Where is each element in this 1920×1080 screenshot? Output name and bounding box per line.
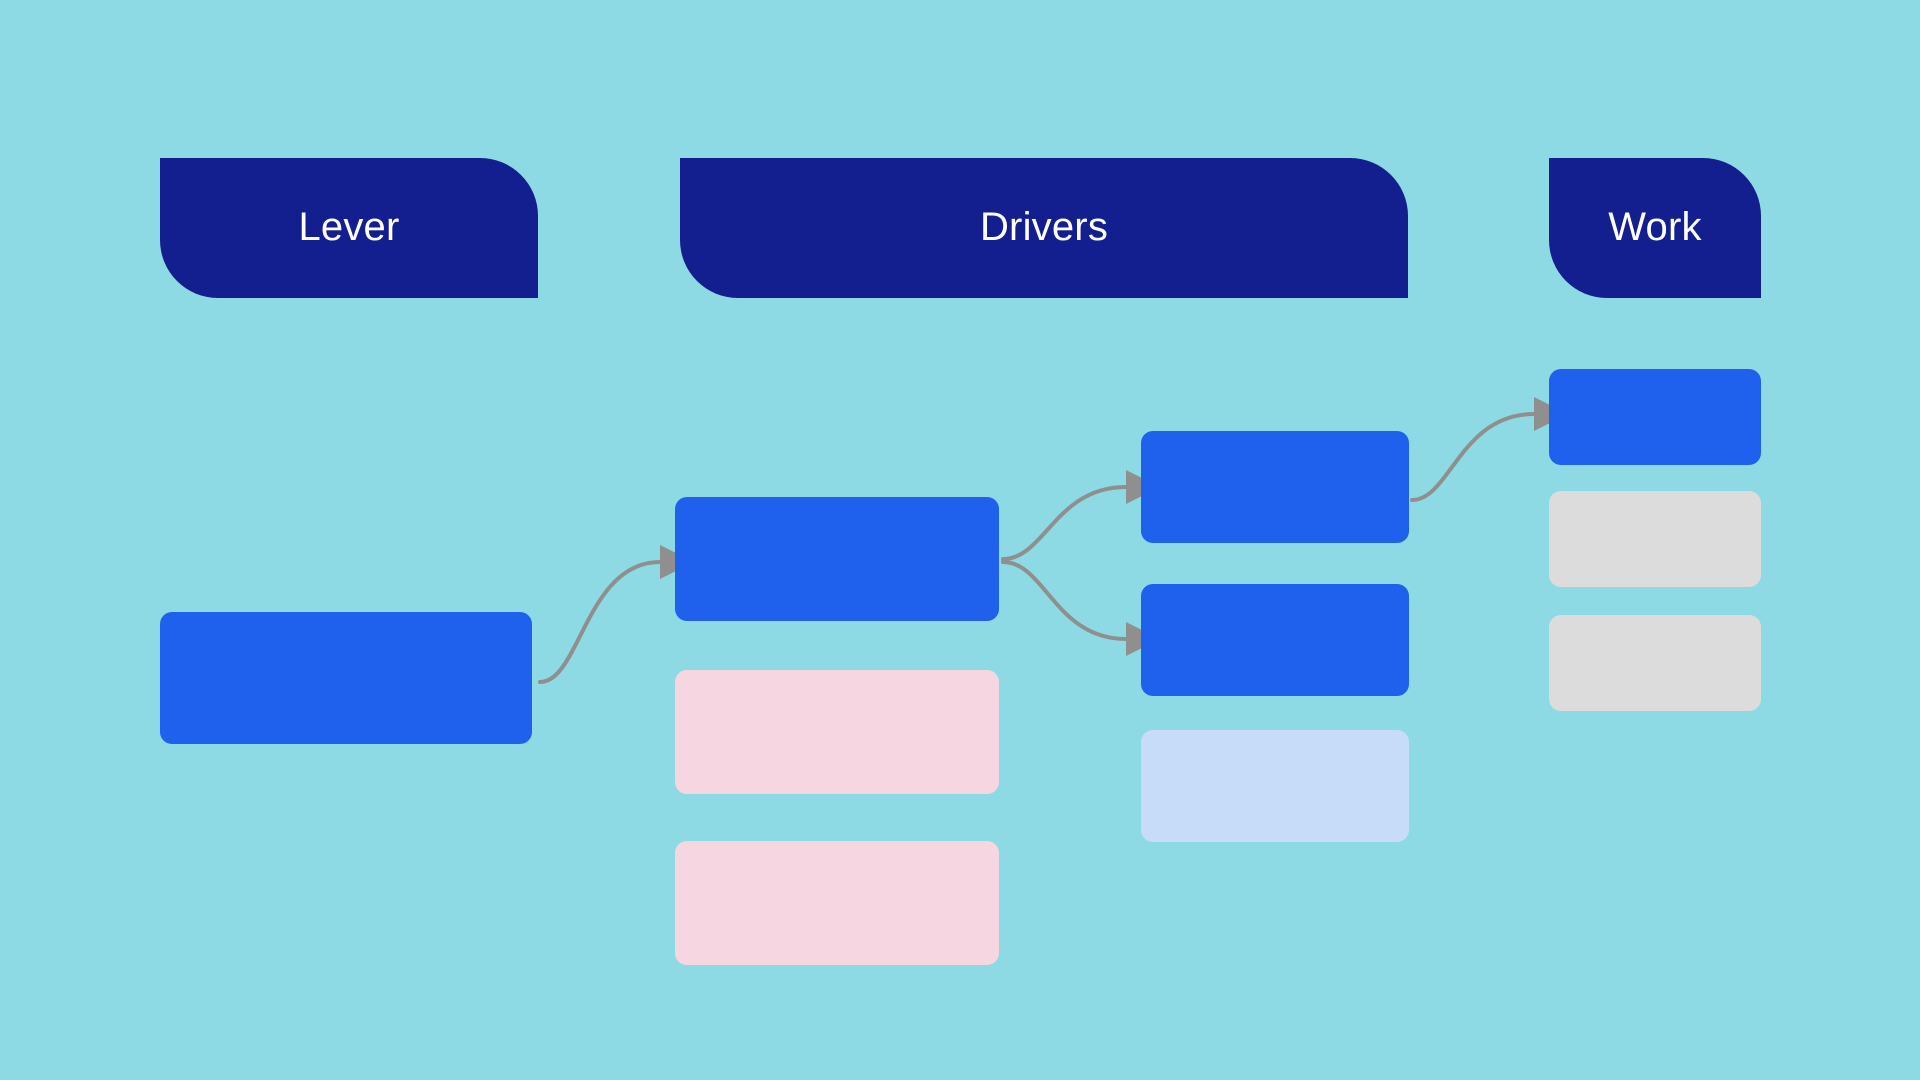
connector-line <box>1001 560 1128 641</box>
connector-driver1-to-driver4 <box>1001 470 1160 561</box>
column-header-lever-label: Lever <box>298 205 400 249</box>
connector-driver1-to-driver5 <box>1001 560 1160 656</box>
column-header-drivers-label: Drivers <box>979 205 1109 249</box>
node-work-1[interactable] <box>1549 369 1761 465</box>
node-driver-5[interactable] <box>1141 584 1409 696</box>
node-driver-2[interactable] <box>675 670 999 794</box>
node-work-2[interactable] <box>1549 491 1761 587</box>
connector-lever1-to-driver1 <box>538 545 694 684</box>
column-header-lever: Lever <box>160 158 538 298</box>
connector-line <box>1001 485 1128 561</box>
node-lever-1[interactable] <box>160 612 532 744</box>
column-header-work: Work <box>1549 158 1761 298</box>
column-header-work-label: Work <box>1608 205 1702 249</box>
node-driver-4[interactable] <box>1141 431 1409 543</box>
connector-driver4-to-work1 <box>1410 397 1568 502</box>
node-work-3[interactable] <box>1549 615 1761 711</box>
node-driver-3[interactable] <box>675 841 999 965</box>
node-driver-1[interactable] <box>675 497 999 621</box>
connector-line <box>538 560 662 684</box>
column-header-drivers: Drivers <box>680 158 1408 298</box>
node-driver-6[interactable] <box>1141 730 1409 842</box>
connector-line <box>1410 412 1536 502</box>
